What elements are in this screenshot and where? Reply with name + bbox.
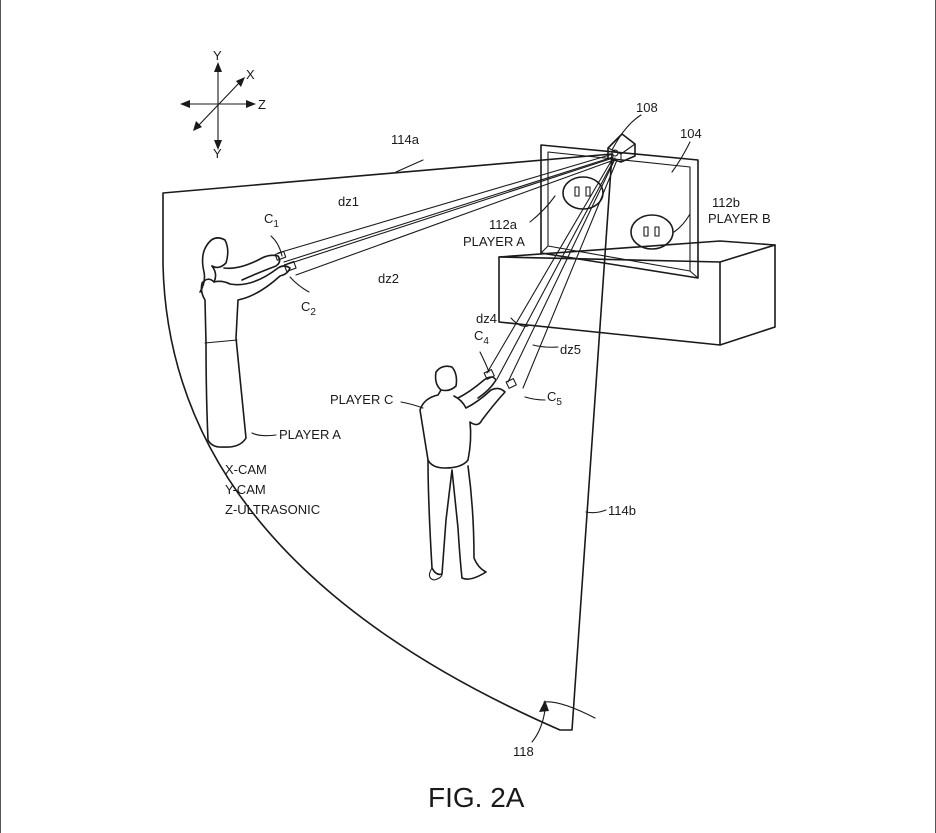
figure-label: FIG. 2A [428,782,525,813]
tv-stand [499,241,775,345]
z-left-arrow-icon [180,100,190,108]
ref-108-label: 108 [636,100,658,115]
beam-dz4-b [497,158,615,379]
dz5-label: dz5 [560,342,581,357]
display-player-b-label: PLAYER B [708,211,771,226]
ref-118-label: 118 [513,744,534,759]
z-right-arrow-icon [246,100,256,108]
tracking-z-label: Z-ULTRASONIC [225,502,320,517]
ref-114a-label: 114a [391,132,420,147]
ref-112a-label: 112a [489,217,518,232]
c4-label: C4 [474,328,489,347]
beam-dz4-a [487,158,613,373]
ref-112b-label: 112b [712,195,740,210]
axis-z-label: Z [258,97,266,112]
ref-104-label: 104 [680,126,702,141]
c2-label: C2 [301,299,316,318]
reference-labels: 108 104 114a 114b 118 112a PLAYER A 112b… [225,100,771,759]
player-c-label: PLAYER C [330,392,393,407]
c5-label: C5 [547,389,562,408]
player-c-figure [420,366,516,580]
axis-x-label: X [246,67,255,82]
axis-indicator: Y X Z Y [180,48,266,161]
dz1-label: dz1 [338,194,359,209]
player-a-label: PLAYER A [279,427,341,442]
ref-114b-label: 114b [608,503,636,518]
c1-label: C1 [264,211,279,230]
tracking-x-label: X-CAM [225,462,267,477]
player-a-figure [200,238,296,447]
avatar-112b [631,215,673,249]
dz4-label: dz4 [476,311,497,326]
axis-y-top-label: Y [213,48,222,63]
tracking-y-label: Y-CAM [225,482,266,497]
axis-y-bottom-label: Y [213,146,222,161]
dz2-label: dz2 [378,271,399,286]
y-up-arrow-icon [214,62,222,72]
avatar-112a [563,177,603,209]
beam-dz1-b [284,157,613,262]
display-player-a-label: PLAYER A [463,234,525,249]
fov-boundary [163,154,612,730]
